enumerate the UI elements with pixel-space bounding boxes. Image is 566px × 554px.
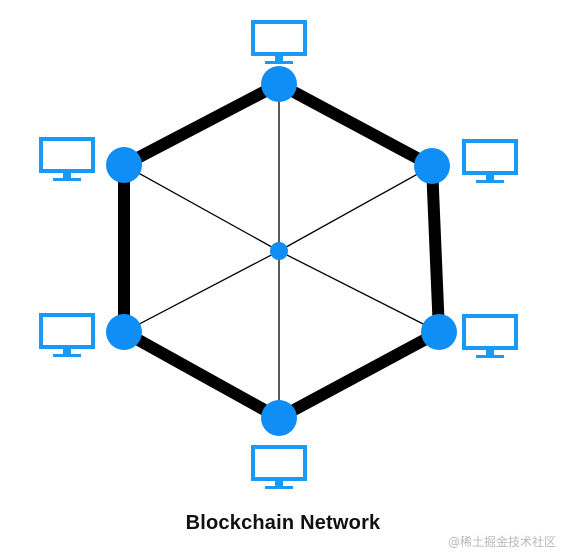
monitor-base [53, 178, 81, 181]
node-lower-right [421, 314, 457, 350]
ring-edge-top-upper-right [273, 78, 438, 172]
monitor-neck [486, 175, 494, 181]
monitor-screen [251, 445, 307, 481]
monitor-screen [462, 139, 518, 175]
monitor-neck [275, 481, 283, 487]
ring-edge-upper-right-lower-right [426, 160, 445, 338]
network-nodes [106, 66, 457, 436]
monitor-neck [486, 350, 494, 356]
computer-monitor-icon-bottom [251, 445, 307, 489]
node-upper-left [106, 147, 142, 183]
spoke-edges [123, 84, 440, 418]
monitor-base [265, 486, 293, 489]
node-upper-right [414, 148, 450, 184]
node-bottom [261, 400, 297, 436]
ring-edge-upper-left-top [118, 78, 285, 171]
monitor-screen [462, 314, 518, 350]
computer-monitor-icon-lower-left [39, 313, 95, 357]
ring-edge-bottom-lower-left [118, 326, 285, 424]
monitor-base [265, 61, 293, 64]
monitor-base [476, 355, 504, 358]
computer-monitor-icon-upper-left [39, 137, 95, 181]
monitor-screen [251, 20, 307, 56]
monitor-base [53, 354, 81, 357]
monitor-screen [39, 313, 95, 349]
spoke-edge-upper-right [278, 165, 433, 252]
monitor-neck [63, 173, 71, 179]
spoke-edge-upper-left [123, 164, 280, 252]
monitor-base [476, 180, 504, 183]
watermark: @稀土掘金技术社区 [447, 535, 556, 549]
ring-edges [118, 78, 445, 424]
spoke-edge-lower-left [123, 250, 280, 333]
computer-monitor-icon-lower-right [462, 314, 518, 358]
diagram-caption: Blockchain Network [185, 512, 381, 534]
node-lower-left [106, 314, 142, 350]
monitor-screen [39, 137, 95, 173]
monitor-neck [275, 56, 283, 62]
computer-monitor-icon-upper-right [462, 139, 518, 183]
monitor-neck [63, 349, 71, 355]
spoke-edge-lower-right [278, 250, 440, 333]
computer-monitor-icon-top [251, 20, 307, 64]
computer-monitors [39, 20, 518, 489]
node-top [261, 66, 297, 102]
ring-edge-lower-right-bottom [273, 326, 445, 424]
node-hub [270, 242, 288, 260]
